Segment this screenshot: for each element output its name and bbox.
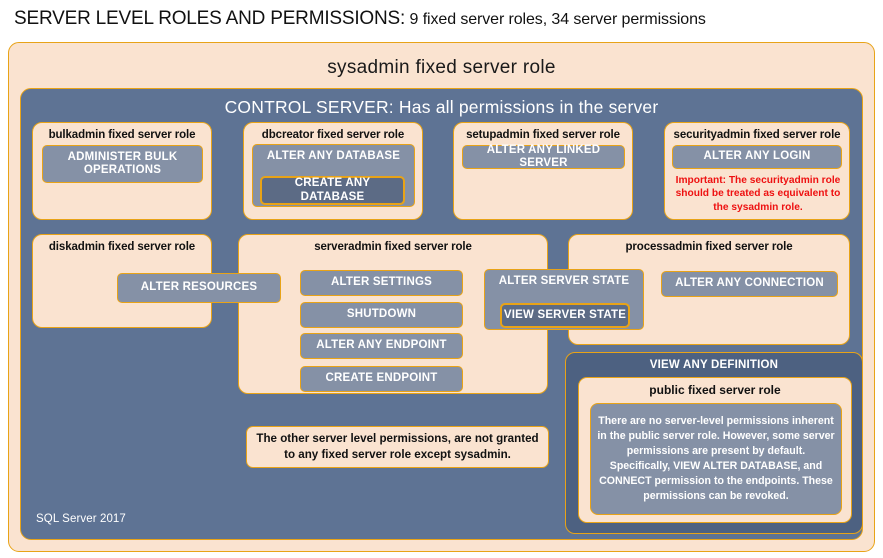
control-server-label: CONTROL SERVER: Has all permissions in t…	[224, 97, 659, 117]
role-title-securityadmin: securityadmin fixed server role	[673, 129, 841, 141]
view-any-definition-panel: VIEW ANY DEFINITION public fixed server …	[565, 352, 863, 534]
permission-alter-any-endpoint[interactable]: ALTER ANY ENDPOINT	[300, 333, 463, 359]
permission-create-endpoint[interactable]: CREATE ENDPOINT	[300, 366, 463, 392]
permission-shutdown[interactable]: SHUTDOWN	[300, 302, 463, 328]
permission-view-server-state[interactable]: VIEW SERVER STATE	[500, 303, 630, 328]
role-title-setupadmin: setupadmin fixed server role	[466, 129, 620, 141]
role-box-securityadmin: securityadmin fixed server role	[664, 122, 850, 220]
role-title-serveradmin: serveradmin fixed server role	[314, 241, 472, 253]
permission-alter-settings[interactable]: ALTER SETTINGS	[300, 270, 463, 296]
role-title-public: public fixed server role	[649, 383, 781, 397]
role-title-processadmin: processadmin fixed server role	[625, 241, 793, 253]
role-box-setupadmin: setupadmin fixed server role	[453, 122, 633, 220]
permission-alter-any-linked-server[interactable]: ALTER ANY LINKED SERVER	[462, 144, 625, 169]
role-box-public: public fixed server role There are no se…	[578, 377, 852, 523]
page-title: SERVER LEVEL ROLES AND PERMISSIONS: 9 fi…	[14, 8, 874, 34]
permission-view-any-definition-label: VIEW ANY DEFINITION	[649, 359, 779, 371]
securityadmin-warning-text: Important: The securityadmin role should…	[675, 175, 841, 213]
permission-alter-resources[interactable]: ALTER RESOURCES	[117, 273, 281, 303]
role-title-bulkadmin: bulkadmin fixed server role	[48, 129, 196, 141]
footer-version-label: SQL Server 2017	[36, 513, 126, 525]
sysadmin-role-label: sysadmin fixed server role	[327, 57, 556, 78]
permission-administer-bulk-operations[interactable]: ADMINISTER BULK OPERATIONS	[42, 145, 203, 183]
role-title-dbcreator: dbcreator fixed server role	[261, 129, 405, 141]
permission-alter-any-login[interactable]: ALTER ANY LOGIN	[672, 145, 842, 169]
role-title-diskadmin: diskadmin fixed server role	[48, 241, 196, 253]
page-title-sub: 9 fixed server roles, 34 server permissi…	[409, 11, 706, 28]
public-role-description: There are no server-level permissions in…	[590, 403, 842, 515]
page-title-main: SERVER LEVEL ROLES AND PERMISSIONS:	[14, 8, 406, 29]
permission-create-any-database[interactable]: CREATE ANY DATABASE	[260, 176, 405, 205]
note-other-permissions: The other server level permissions, are …	[246, 426, 549, 468]
permission-alter-any-connection[interactable]: ALTER ANY CONNECTION	[661, 271, 838, 297]
